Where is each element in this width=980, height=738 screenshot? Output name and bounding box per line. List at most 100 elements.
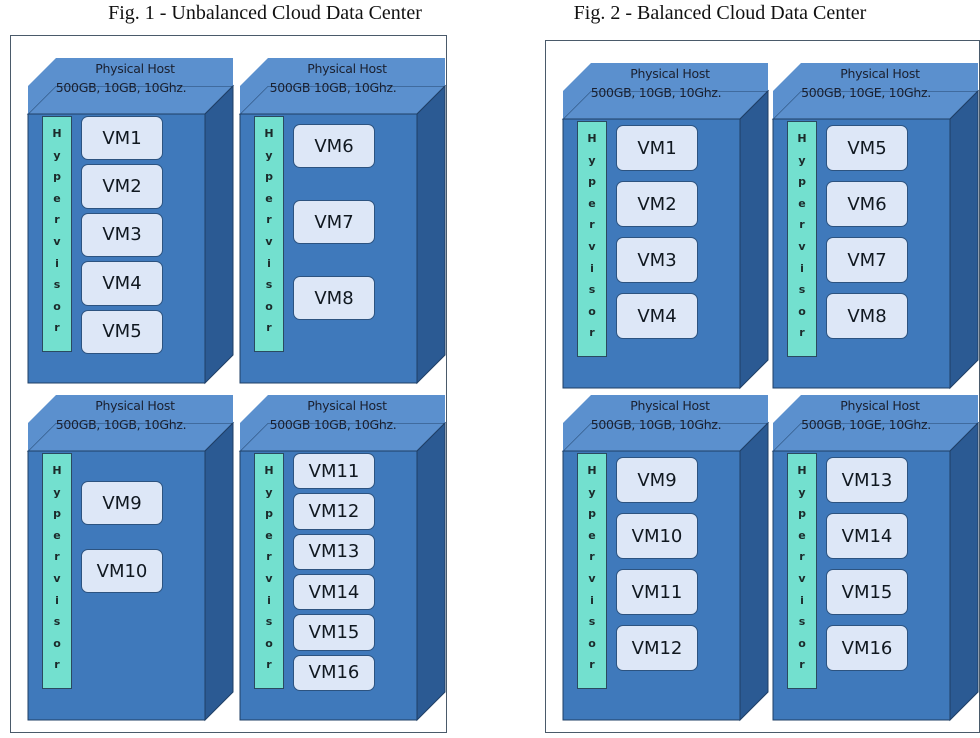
hypervisor-letter: s [588,283,596,297]
hypervisor-letter: H [52,464,62,477]
hypervisor-letter: s [798,283,806,297]
hypervisor-letter: r [266,213,272,227]
host-label-specs: 500GB 10GB, 10Ghz. [269,80,397,95]
host-label-band [801,395,978,423]
host-side-face [204,421,234,722]
vm-box: VM10 [616,513,698,559]
hypervisor-letter: v [265,572,273,585]
host-label-band [268,58,445,86]
hypervisor-letter: p [588,175,596,189]
hypervisor-letter: H [797,464,807,477]
host-side-face [739,89,769,390]
vm-box: VM15 [293,614,375,651]
hypervisor-letter: s [53,615,61,629]
hypervisor-letter: H [797,132,807,145]
host-side-face [416,421,446,722]
hypervisor-letter: p [53,170,61,184]
hypervisor-letter: r [589,218,595,232]
hypervisor-letter: o [588,636,596,650]
hypervisor-letter: i [55,593,59,607]
hypervisor-letter: p [798,175,806,189]
vm-box: VM13 [293,533,375,570]
host-label-band [591,63,768,91]
host-label-specs: 500GB, 10GB, 10Ghz. [55,417,187,432]
vm-box: VM3 [616,237,698,283]
figure-1-title: Fig. 1 - Unbalanced Cloud Data Center [108,2,422,24]
hypervisor-letter: H [587,132,597,145]
hypervisor-letter: y [798,485,806,499]
hypervisor-letter: H [52,127,62,140]
hypervisor-letter: o [53,299,61,313]
vm-box: VM3 [81,212,163,258]
hypervisor-letter: v [798,240,806,253]
host-label-specs: 500GB, 10GB, 10Ghz. [590,85,722,100]
host-label-band-edge [28,395,56,451]
hypervisor-letter: y [53,485,61,499]
hypervisor-letter: H [264,127,274,140]
host-label-specs: 500GB, 10GE, 10Ghz. [801,85,931,100]
vm-box: VM13 [826,457,908,503]
vm-box: VM1 [81,116,163,161]
vm-box: VM14 [293,574,375,611]
vm-box: VM1 [616,125,698,171]
vm-box: VM10 [81,549,163,593]
hypervisor-letter: e [265,528,273,542]
host-label-band-edge [563,63,591,119]
host-label-band-edge [28,58,56,114]
hypervisor-letter: i [55,256,59,270]
hypervisor-letter: y [265,148,273,162]
hypervisor-letter: s [265,615,273,629]
host-label-specs: 500GB, 10GB, 10Ghz. [590,417,722,432]
hypervisor-letter: o [798,304,806,318]
vm-box: VM14 [826,513,908,559]
host-label-name: Physical Host [95,61,175,76]
host-label-name: Physical Host [840,66,920,81]
vm-box: VM16 [826,625,908,671]
vm-box: VM8 [826,293,908,339]
hypervisor-letter: s [53,278,61,292]
host-label-name: Physical Host [95,398,175,413]
host-side-face [949,421,979,722]
host-label-band [801,63,978,91]
vm-box: VM5 [81,309,163,354]
hypervisor-letter: o [588,304,596,318]
vm-box: VM2 [616,181,698,227]
host-label-specs: 500GB, 10GE, 10Ghz. [801,417,931,432]
hypervisor-letter: p [53,507,61,521]
host-label-specs: 500GB 10GB, 10Ghz. [269,417,397,432]
hypervisor-letter: r [266,658,272,672]
hypervisor-letter: y [798,153,806,167]
hypervisor-letter: i [800,593,804,607]
hypervisor-letter: v [798,572,806,585]
figure-2-title: Fig. 2 - Balanced Cloud Data Center [573,2,867,24]
host-label-name: Physical Host [307,398,387,413]
vm-box: VM12 [616,625,698,671]
hypervisor-letter: p [265,507,273,521]
hypervisor-letter: s [588,615,596,629]
vm-box: VM9 [81,481,163,525]
vm-box: VM8 [293,276,375,320]
hypervisor-letter: e [53,528,61,542]
hypervisor-letter: v [588,572,596,585]
hypervisor-letter: y [588,153,596,167]
hypervisor-letter: p [588,507,596,521]
hypervisor-letter: r [266,550,272,564]
vm-box: VM6 [826,181,908,227]
vm-box: VM11 [616,569,698,615]
host-label-band-edge [773,63,801,119]
hypervisor-letter: H [264,464,274,477]
host-label-specs: 500GB, 10GB, 10Ghz. [55,80,187,95]
hypervisor-letter: v [265,235,273,248]
hypervisor-letter: e [798,196,806,210]
hypervisor-letter: r [799,326,805,340]
hypervisor-letter: y [588,485,596,499]
